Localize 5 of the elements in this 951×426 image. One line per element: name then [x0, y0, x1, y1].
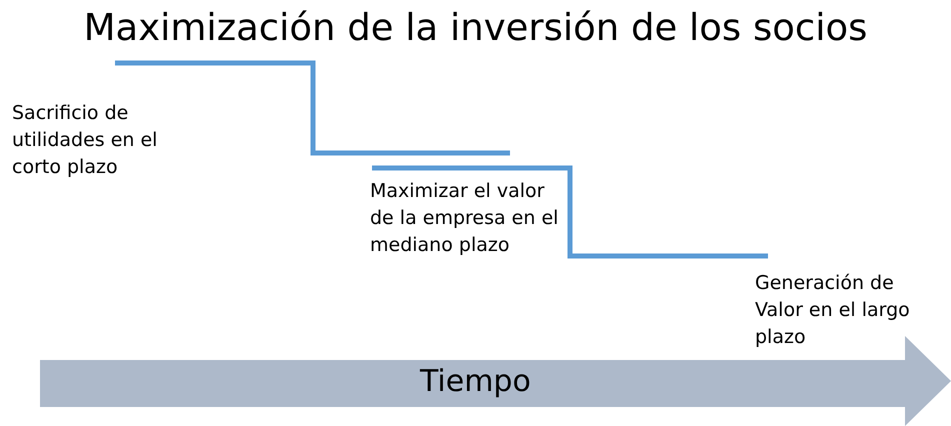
step-text: Generación de Valor en el largo plazo [755, 271, 911, 350]
arrow-label: Tiempo [420, 364, 531, 400]
step-text: Sacrificio de utilidades en el corto plazo [12, 101, 158, 180]
step-text: Maximizar el valor de la empresa en el mediano plazo [370, 179, 560, 258]
title: Maximización de la inversión de los socios [84, 6, 868, 49]
